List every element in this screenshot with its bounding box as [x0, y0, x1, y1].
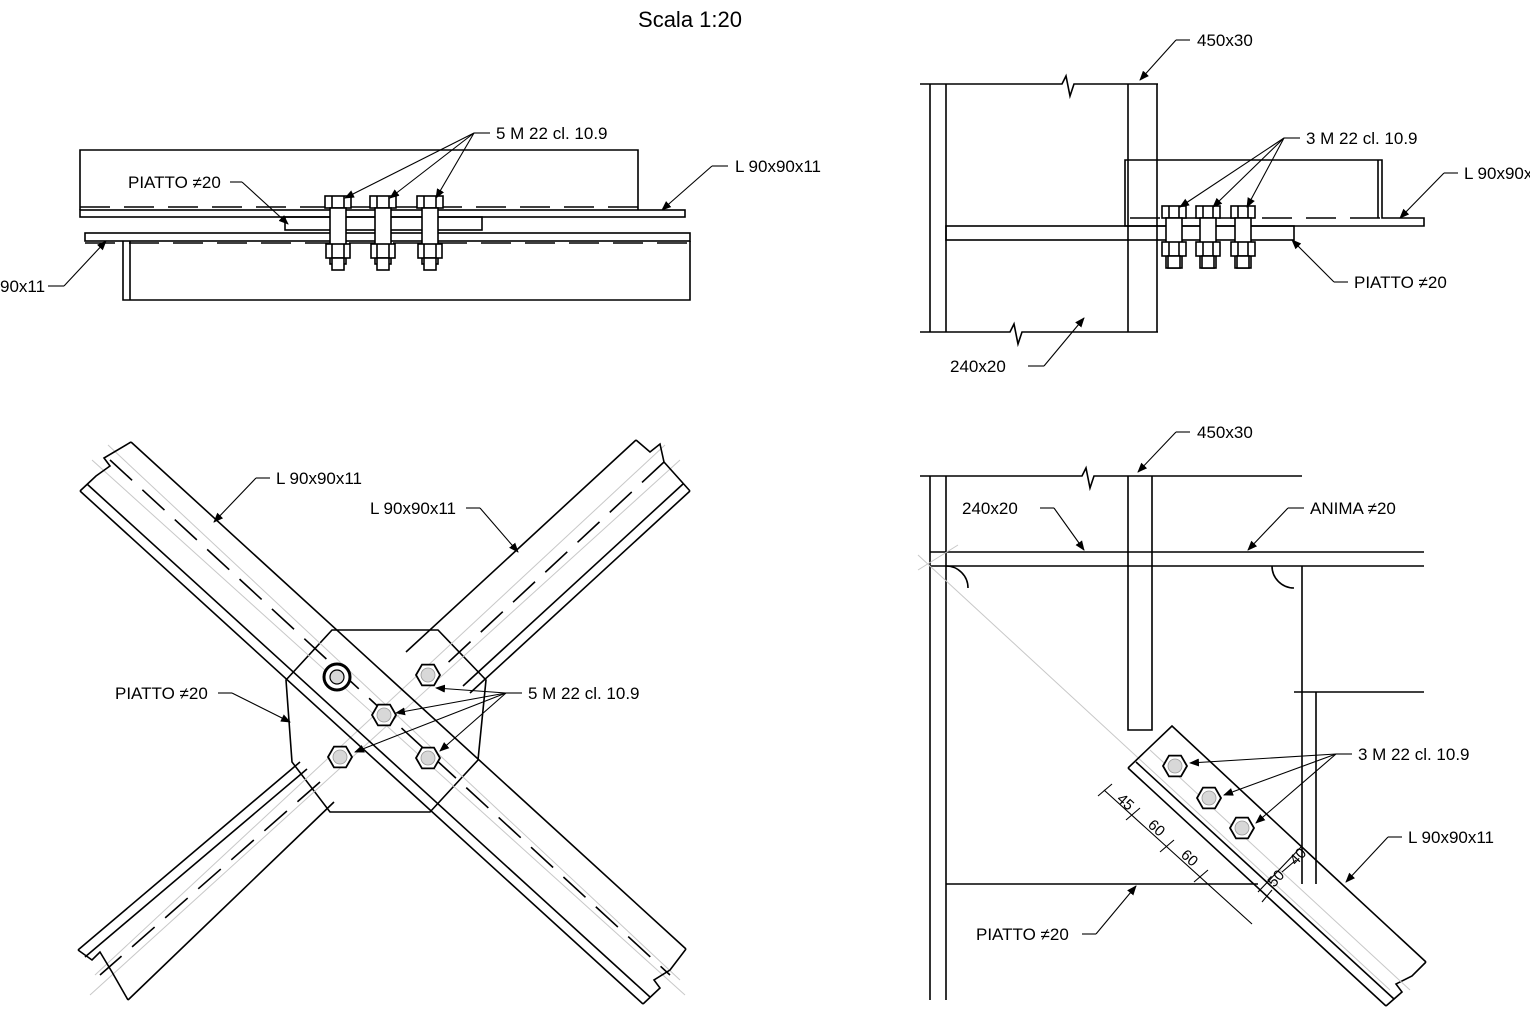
dim-45: 45 [1113, 790, 1137, 814]
label-bolts-v3: 5 M 22 cl. 10.9 [528, 684, 640, 703]
hexnut-icon [371, 703, 397, 727]
label-plate-v2: PIATTO ≠20 [1354, 273, 1447, 292]
label-plate-v4: PIATTO ≠20 [976, 925, 1069, 944]
dimension-chain [1097, 783, 1303, 925]
label-angle-v2: L 90x90x [1464, 164, 1530, 183]
hexnut-icon [327, 745, 353, 769]
label-angle-v1: L 90x90x11 [735, 157, 821, 176]
view-column-section-bottom: 45 60 60 50 40 450x30 240x20 ANIMA ≠20 3… [917, 423, 1494, 1007]
view-cross-bracing-elevation: 5 M 22 cl. 10.9 PIATTO ≠20 L 90x90x11 90… [0, 124, 821, 301]
label-flange-240-v2: 240x20 [950, 357, 1006, 376]
label-angle-v4: L 90x90x11 [1408, 828, 1494, 847]
label-bolts-v2: 3 M 22 cl. 10.9 [1306, 129, 1418, 148]
view-column-section-top: 450x30 3 M 22 cl. 10.9 L 90x90x PIATTO ≠… [920, 31, 1530, 376]
label-web-v4: ANIMA ≠20 [1310, 499, 1396, 518]
label-flange-450-v4: 450x30 [1197, 423, 1253, 442]
hexnut-icon [1162, 754, 1188, 778]
label-plate-v1: PIATTO ≠20 [128, 173, 221, 192]
label-bolts-v4: 3 M 22 cl. 10.9 [1358, 745, 1470, 764]
label-bolts-v1: 5 M 22 cl. 10.9 [496, 124, 608, 143]
hexnut-icon [1196, 786, 1222, 810]
gusset-plate-v3 [285, 629, 487, 813]
dim-60b: 60 [1177, 846, 1201, 870]
dim-60a: 60 [1144, 816, 1168, 840]
label-plate-v3: PIATTO ≠20 [115, 684, 208, 703]
view-x-bracing-plan: L 90x90x11 L 90x90x11 PIATTO ≠20 5 M 22 … [77, 439, 691, 1005]
hexnut-icon [1229, 816, 1255, 840]
label-angle-a-v3: L 90x90x11 [276, 469, 362, 488]
hexnut-icon [415, 663, 441, 687]
scale-title: Scala 1:20 [638, 7, 742, 32]
label-angle-b-v3: L 90x90x11 [370, 499, 456, 518]
label-flange-450-v2: 450x30 [1197, 31, 1253, 50]
gusset-plate-v2 [945, 225, 1295, 241]
bolt-group-section [1161, 205, 1256, 269]
label-flange-240-v4: 240x20 [962, 499, 1018, 518]
bolt-group-elevation [324, 195, 444, 271]
hexnut-icon [415, 746, 441, 770]
label-angle-cut-v1: 90x11 [0, 277, 45, 296]
